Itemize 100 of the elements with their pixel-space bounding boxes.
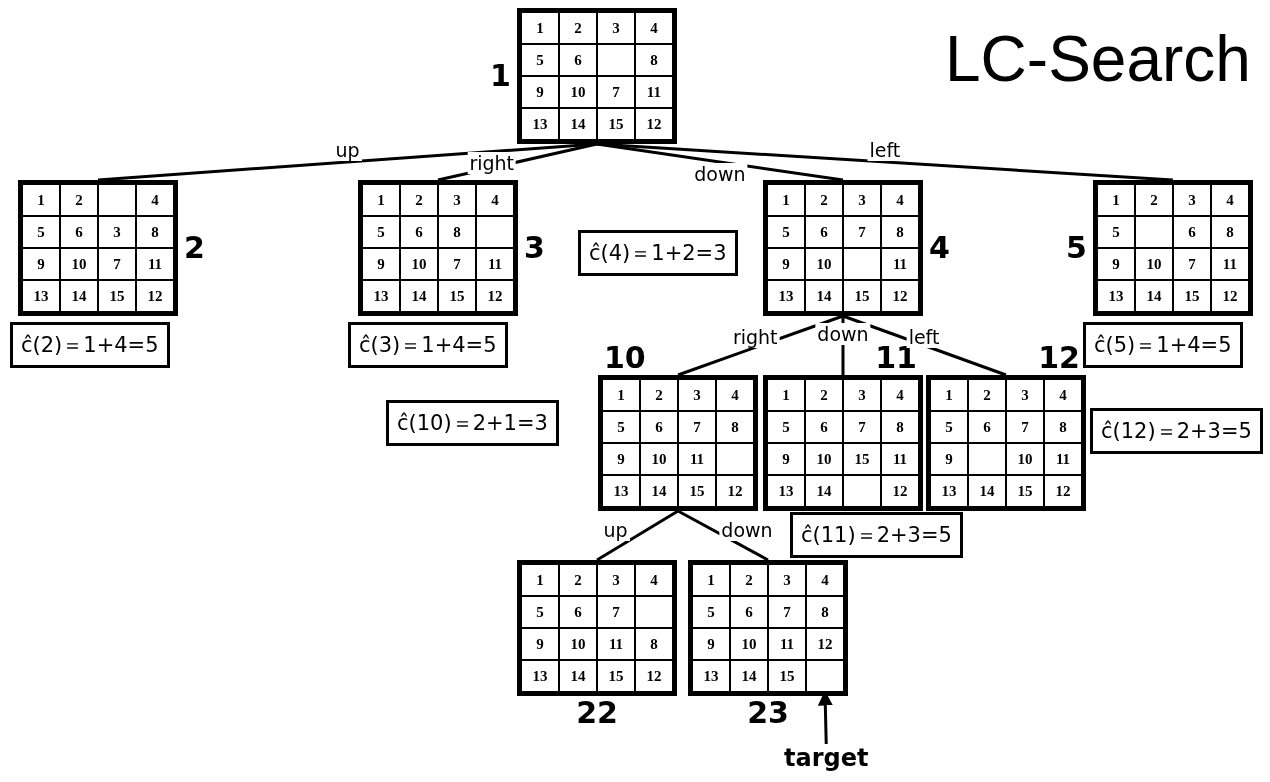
empty-tile xyxy=(1134,216,1173,248)
puzzle-tile: 8 xyxy=(716,411,754,443)
puzzle-tile: 6 xyxy=(1172,216,1211,248)
puzzle-tile: 13 xyxy=(1096,280,1135,312)
puzzle-tile: 15 xyxy=(843,443,881,475)
empty-tile xyxy=(476,216,514,248)
puzzle-tile: 15 xyxy=(1006,475,1044,507)
cost-box: ĉ(4)＝1+2=3 xyxy=(578,230,738,276)
puzzle-tile: 7 xyxy=(678,411,716,443)
puzzle-tile: 6 xyxy=(559,596,597,628)
puzzle-tile: 12 xyxy=(635,660,673,692)
puzzle-tile: 12 xyxy=(1210,280,1249,312)
puzzle-tile: 4 xyxy=(1210,184,1249,216)
puzzle-tile: 4 xyxy=(881,379,919,411)
puzzle-tile: 8 xyxy=(1044,411,1082,443)
node-number: 3 xyxy=(523,231,546,265)
puzzle-tile: 7 xyxy=(843,216,881,248)
node-number: 4 xyxy=(928,231,951,265)
edge-label: right xyxy=(467,152,517,174)
puzzle-tile: 9 xyxy=(767,248,805,280)
node-number: 1 xyxy=(489,59,512,93)
puzzle-tile: 11 xyxy=(597,628,635,660)
puzzle-tile: 3 xyxy=(843,379,881,411)
puzzle-tile: 12 xyxy=(881,475,919,507)
puzzle-tile: 1 xyxy=(362,184,400,216)
puzzle-tile: 9 xyxy=(767,443,805,475)
puzzle-tile: 12 xyxy=(136,280,174,312)
puzzle-tile: 14 xyxy=(60,280,98,312)
puzzle-tile: 2 xyxy=(805,184,843,216)
puzzle-tile: 15 xyxy=(597,660,635,692)
empty-tile xyxy=(843,475,881,507)
puzzle-tile: 9 xyxy=(22,248,60,280)
puzzle-tile: 11 xyxy=(678,443,716,475)
puzzle-tile: 11 xyxy=(476,248,514,280)
puzzle-tile: 5 xyxy=(767,216,805,248)
puzzle-tile: 7 xyxy=(596,76,635,108)
puzzle-tile: 1 xyxy=(520,12,559,44)
puzzle-tile: 9 xyxy=(362,248,400,280)
tree-edge xyxy=(596,142,1173,182)
puzzle-tile: 7 xyxy=(98,248,136,280)
node-number: 2 xyxy=(183,231,206,265)
puzzle-tile: 13 xyxy=(520,108,559,140)
puzzle-tile: 1 xyxy=(930,379,968,411)
puzzle-tile: 8 xyxy=(1210,216,1249,248)
puzzle-tile: 13 xyxy=(692,660,730,692)
puzzle-tile: 7 xyxy=(768,596,806,628)
puzzle-tile: 13 xyxy=(521,660,559,692)
puzzle-tile: 5 xyxy=(767,411,805,443)
empty-tile xyxy=(98,184,136,216)
puzzle-tile: 13 xyxy=(602,475,640,507)
puzzle-tile: 2 xyxy=(558,12,597,44)
puzzle-tile: 2 xyxy=(60,184,98,216)
puzzle-tile: 5 xyxy=(1096,216,1135,248)
puzzle-tile: 4 xyxy=(476,184,514,216)
puzzle-tile: 9 xyxy=(520,76,559,108)
puzzle-tile: 1 xyxy=(521,564,559,596)
puzzle-tile: 6 xyxy=(558,44,597,76)
puzzle-tile: 11 xyxy=(1044,443,1082,475)
puzzle-tile: 7 xyxy=(438,248,476,280)
puzzle-tile: 7 xyxy=(597,596,635,628)
puzzle-tile: 8 xyxy=(881,411,919,443)
puzzle-tile: 8 xyxy=(438,216,476,248)
puzzle-tile: 15 xyxy=(768,660,806,692)
empty-tile xyxy=(843,248,881,280)
puzzle-tile: 12 xyxy=(634,108,673,140)
puzzle-tile: 3 xyxy=(768,564,806,596)
puzzle-tile: 3 xyxy=(98,216,136,248)
puzzle-tile: 3 xyxy=(843,184,881,216)
puzzle-tile: 1 xyxy=(767,184,805,216)
puzzle-tile: 2 xyxy=(640,379,678,411)
puzzle-tile: 2 xyxy=(559,564,597,596)
puzzle-tile: 15 xyxy=(843,280,881,312)
puzzle-tile: 2 xyxy=(1134,184,1173,216)
puzzle-tile: 6 xyxy=(968,411,1006,443)
puzzle-tile: 10 xyxy=(60,248,98,280)
empty-tile xyxy=(716,443,754,475)
cost-box: ĉ(3)＝1+4=5 xyxy=(348,322,508,368)
puzzle-tile: 4 xyxy=(1044,379,1082,411)
puzzle-tile: 14 xyxy=(400,280,438,312)
puzzle-tile: 10 xyxy=(805,443,843,475)
puzzle-tile: 2 xyxy=(805,379,843,411)
cost-box: ĉ(11)＝2+3=5 xyxy=(790,512,963,558)
node-number: 10 xyxy=(603,341,647,375)
puzzle-tile: 5 xyxy=(520,44,559,76)
puzzle-tile: 13 xyxy=(930,475,968,507)
cost-box: ĉ(5)＝1+4=5 xyxy=(1083,322,1243,368)
puzzle-tile: 10 xyxy=(559,628,597,660)
puzzle-tile: 13 xyxy=(767,280,805,312)
puzzle-tile: 3 xyxy=(678,379,716,411)
puzzle-tile: 11 xyxy=(136,248,174,280)
empty-tile xyxy=(596,44,635,76)
puzzle-tile: 6 xyxy=(60,216,98,248)
puzzle-tile: 9 xyxy=(692,628,730,660)
puzzle-tile: 15 xyxy=(596,108,635,140)
puzzle-tile: 2 xyxy=(968,379,1006,411)
puzzle-tile: 8 xyxy=(634,44,673,76)
tree-edge xyxy=(677,509,769,562)
puzzle-tile: 7 xyxy=(1172,248,1211,280)
puzzle-tile: 13 xyxy=(767,475,805,507)
puzzle-tile: 12 xyxy=(1044,475,1082,507)
